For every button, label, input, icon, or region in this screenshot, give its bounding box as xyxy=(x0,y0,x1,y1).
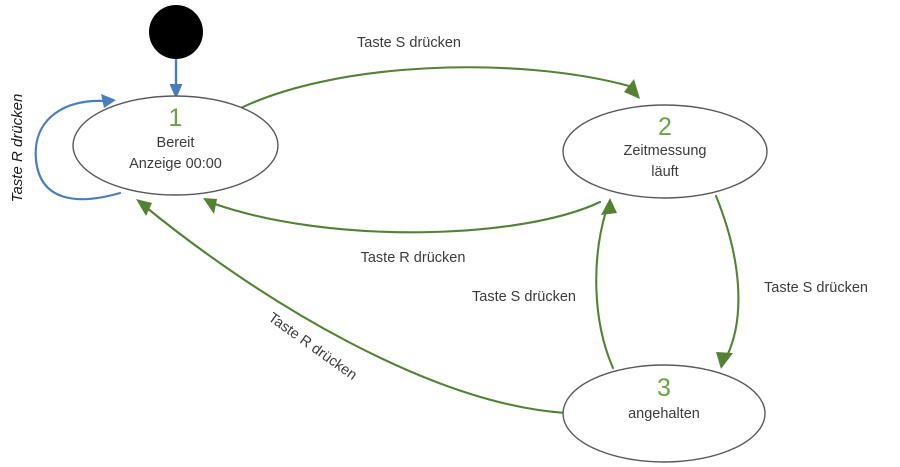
state-1-label-line2: Anzeige 00:00 xyxy=(129,156,222,172)
state-1-ellipse[interactable] xyxy=(72,95,279,196)
transition-3-to-1-arrowhead xyxy=(136,199,152,216)
transition-1-to-1-path xyxy=(34,99,122,201)
transition-2-to-3-arrowhead xyxy=(716,352,733,369)
state-1-label-line1: Bereit xyxy=(157,135,195,151)
initial-state-marker xyxy=(149,5,203,99)
transition-3-to-1 xyxy=(136,199,568,415)
transition-2-to-1 xyxy=(203,198,602,234)
transition-2-to-3-label: Taste S drücken xyxy=(764,280,868,296)
transition-3-to-2-label: Taste S drücken xyxy=(472,289,576,305)
state-2-label-line2: läuft xyxy=(651,164,678,180)
transition-2-to-1-label: Taste R drücken xyxy=(361,250,466,266)
state-node-3[interactable]: 3 angehalten xyxy=(562,364,766,463)
transition-3-to-2 xyxy=(595,198,617,370)
transition-2-to-1-arrowhead xyxy=(203,198,217,214)
transition-1-to-2-path xyxy=(229,66,631,115)
transition-1-to-1-label: Taste R drücken xyxy=(9,94,26,203)
state-1-number: 1 xyxy=(169,104,183,132)
transition-3-to-2-arrowhead xyxy=(601,198,617,215)
state-node-1[interactable]: 1 Bereit Anzeige 00:00 xyxy=(72,95,279,196)
transition-3-to-1-path xyxy=(145,206,568,415)
transition-1-to-1-selfloop xyxy=(34,94,122,201)
transition-1-to-2-label: Taste S drücken xyxy=(357,35,461,51)
state-3-ellipse[interactable] xyxy=(562,364,766,463)
transition-1-to-1-arrowhead xyxy=(101,94,116,108)
transition-3-to-1-label: Taste R drücken xyxy=(265,310,360,384)
transition-2-to-1-path xyxy=(213,200,602,234)
transition-2-to-3-path xyxy=(714,194,740,358)
state-3-label-line1: angehalten xyxy=(628,406,700,422)
transition-2-to-3 xyxy=(714,194,740,369)
state-node-2[interactable]: 2 Zeitmessung läuft xyxy=(562,104,768,199)
transition-1-to-2-arrowhead xyxy=(624,79,640,99)
state-2-number: 2 xyxy=(658,113,672,141)
state-3-number: 3 xyxy=(657,374,671,402)
state-2-label-line1: Zeitmessung xyxy=(623,143,706,159)
initial-transition-arrowhead xyxy=(169,84,183,99)
transition-1-to-2 xyxy=(229,66,640,115)
transition-3-to-2-path xyxy=(595,209,615,370)
initial-state-dot xyxy=(149,5,203,59)
state-2-ellipse[interactable] xyxy=(562,104,768,199)
